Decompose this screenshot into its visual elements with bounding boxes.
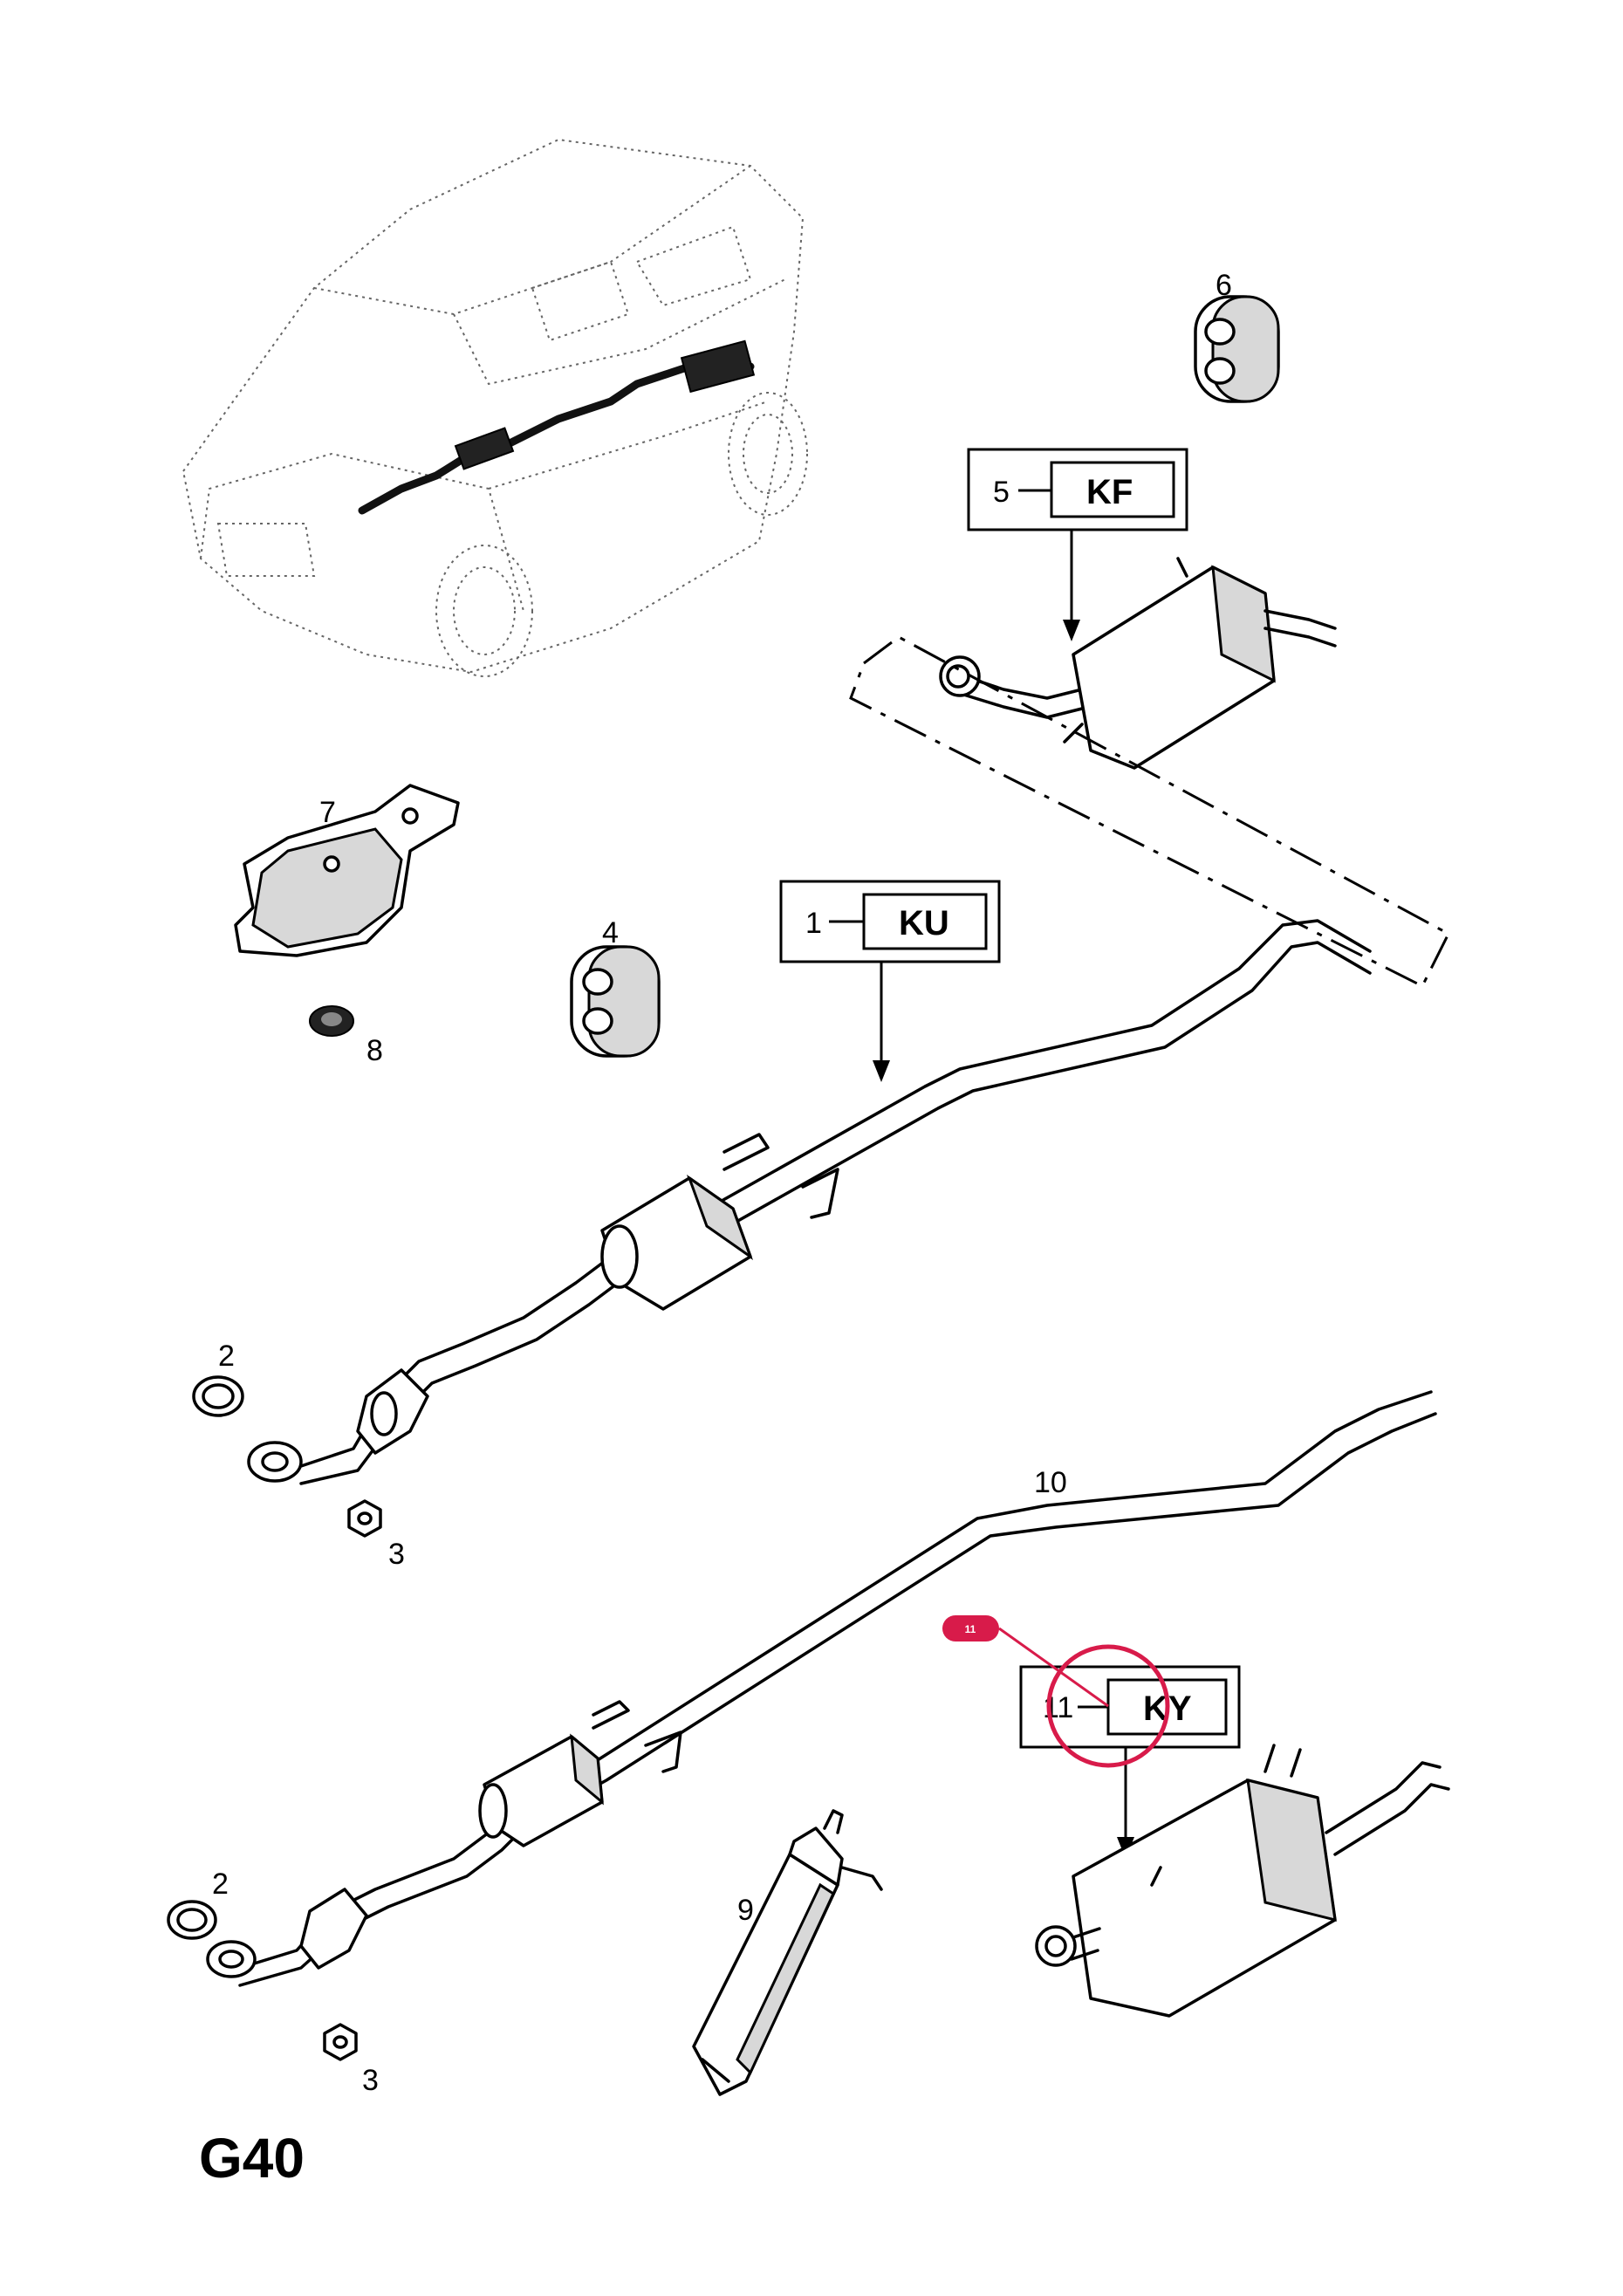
assembly-outline — [849, 635, 1450, 989]
part-label-8: 8 — [366, 1034, 383, 1067]
part-label-6: 6 — [1216, 269, 1232, 302]
page-code: G40 — [199, 2127, 305, 2190]
part-label-2: 2 — [218, 1340, 235, 1373]
callout-5: 5 KF — [967, 448, 1188, 641]
part-label-3-lower: 3 — [362, 2064, 379, 2097]
gasket-2 — [192, 1375, 244, 1417]
callout-ref-1: 1 — [805, 907, 822, 940]
annotation-badge-text: 11 — [965, 1623, 976, 1635]
car-overview-illustration — [181, 138, 808, 677]
nut-8 — [309, 1005, 354, 1037]
rear-silencer-5 — [939, 557, 1337, 770]
sealant-tube-9 — [692, 1809, 883, 2096]
rear-silencer-11 — [1035, 1744, 1450, 2018]
heat-shield-7 — [234, 784, 460, 957]
exhaust-front-pipe-1 — [247, 919, 1372, 1485]
nut-3 — [347, 1499, 382, 1538]
part-label-9: 9 — [737, 1894, 754, 1927]
part-label-2-lower: 2 — [212, 1868, 229, 1901]
part-label-3: 3 — [388, 1538, 405, 1571]
callout-ref-5: 5 — [993, 476, 1010, 509]
part-label-10: 10 — [1034, 1466, 1067, 1499]
nut-3-lower — [323, 2023, 358, 2061]
callout-1: 1 KU — [779, 880, 1001, 1082]
part-label-7: 7 — [319, 796, 336, 829]
exhaust-front-pipe-10 — [206, 1390, 1437, 1987]
gasket-2-lower — [167, 1900, 217, 1940]
part-label-4: 4 — [602, 916, 619, 949]
rubber-hanger-6 — [1194, 295, 1280, 403]
callout-code-ku: KU — [899, 904, 949, 942]
rubber-hanger-4 — [570, 945, 661, 1058]
annotation-marker-11: 11 — [942, 1615, 1170, 1768]
callout-code-kf: KF — [1086, 473, 1133, 511]
